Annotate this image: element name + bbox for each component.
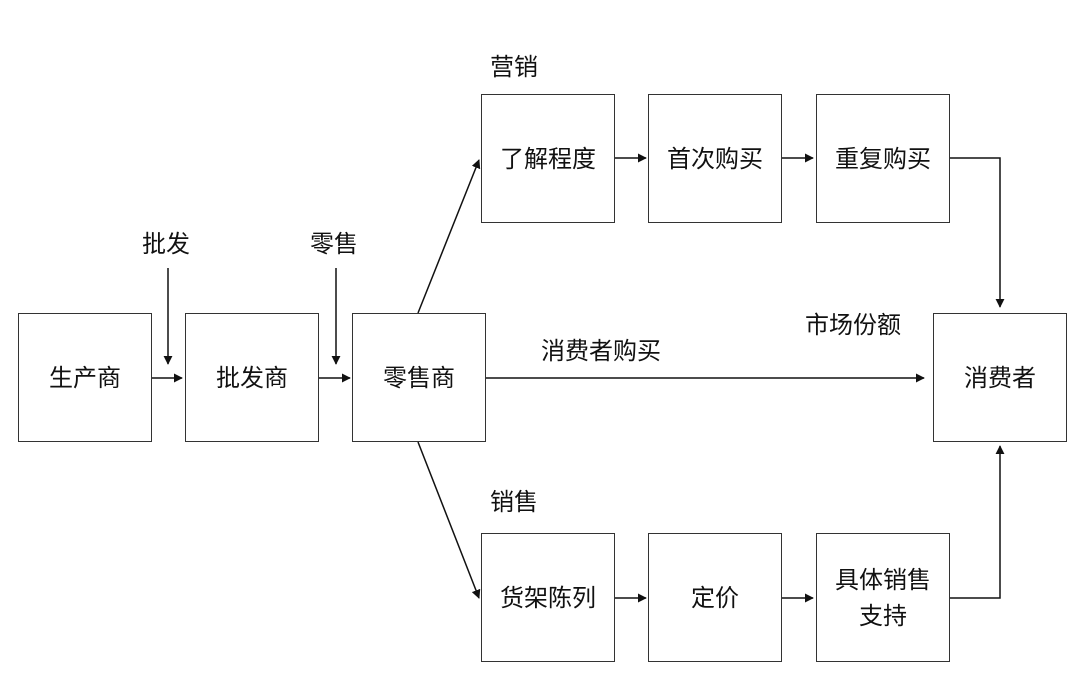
sales-label: 销售 [490,488,538,516]
producer-box: 生产商 [18,313,152,442]
shelf-display-box: 货架陈列 [481,533,615,662]
arrow-retailer-awareness [417,159,481,314]
repeat-purchase-box: 重复购买 [816,94,950,223]
consumer-purchase-label: 消费者购买 [541,337,661,365]
awareness-box: 了解程度 [481,94,615,223]
retail-label: 零售 [310,230,358,258]
marketing-label: 营销 [490,53,538,81]
sales-support-box: 具体销售 支持 [816,533,950,662]
wholesaler-box: 批发商 [185,313,319,442]
retailer-box: 零售商 [352,313,486,442]
consumer-box: 消费者 [933,313,1067,442]
pricing-box: 定价 [648,533,782,662]
wholesale-label: 批发 [142,230,190,258]
arrow-retailer-shelf [417,441,481,599]
first-purchase-box: 首次购买 [648,94,782,223]
market-share-label: 市场份额 [805,311,901,339]
arrow-repeat-consumer [949,157,1005,308]
arrow-support-consumer [949,445,1005,599]
